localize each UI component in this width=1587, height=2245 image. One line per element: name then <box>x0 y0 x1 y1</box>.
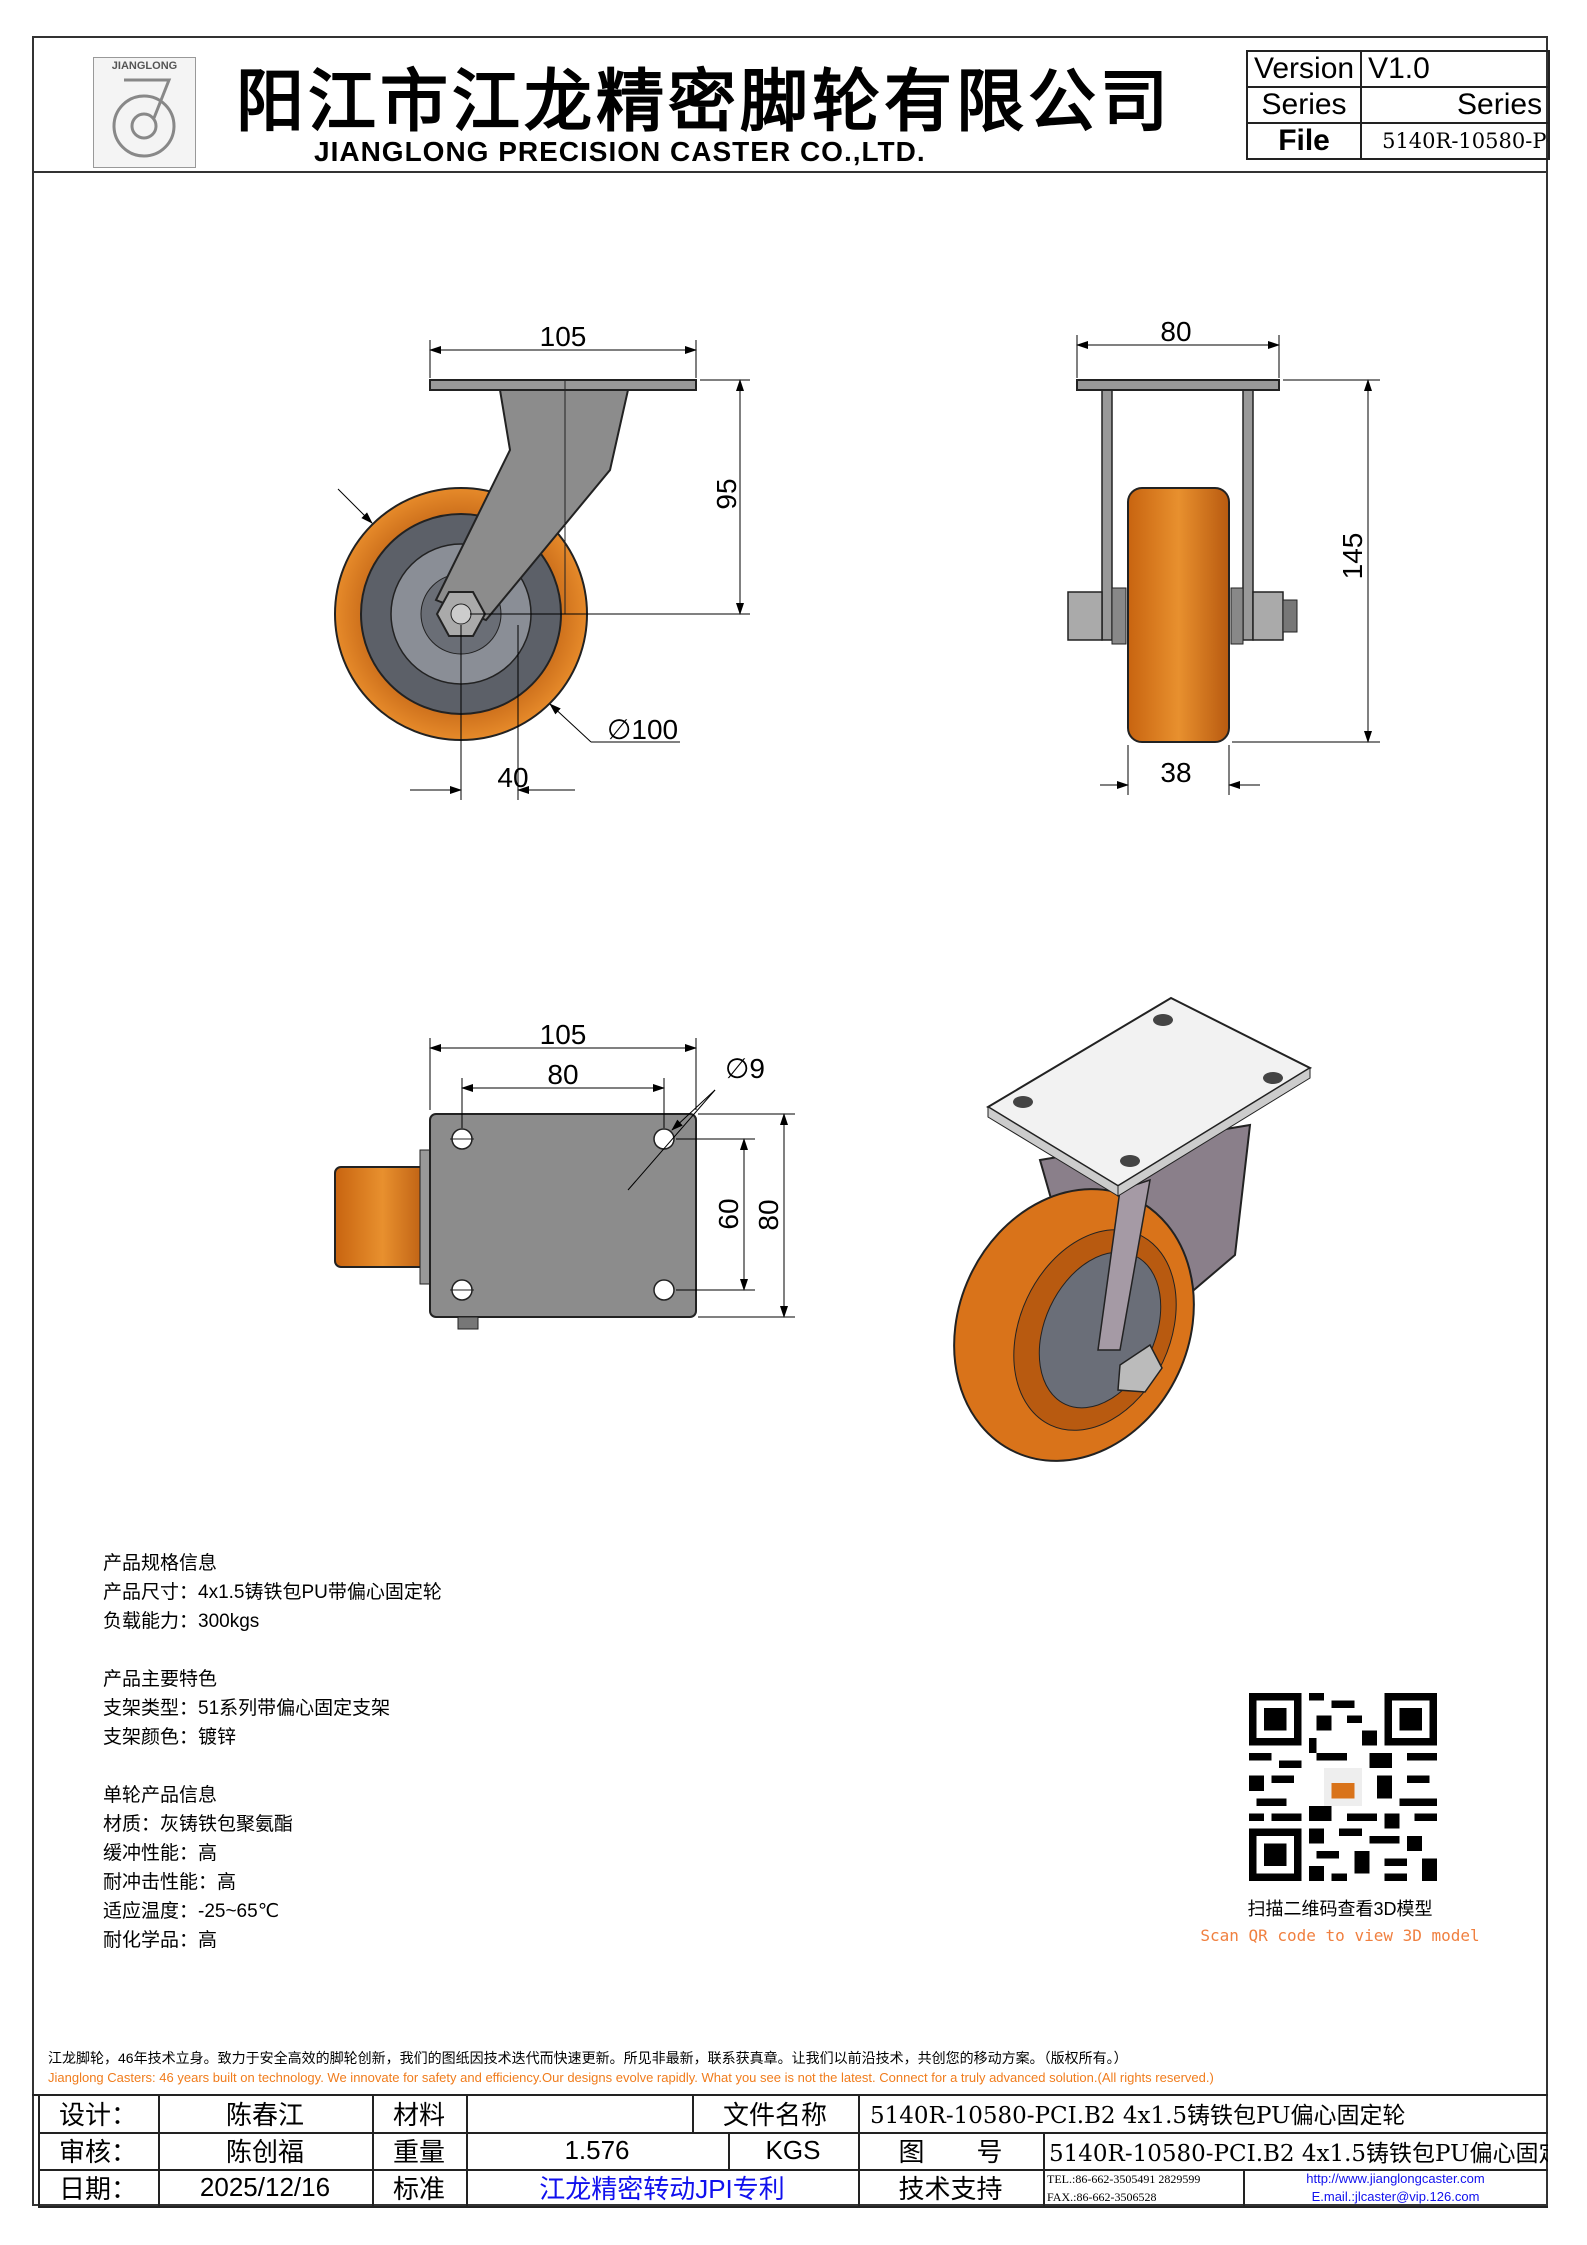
wheel-diameter-dim: ∅100 <box>607 714 678 745</box>
bracket-leg-right <box>1242 389 1254 641</box>
logo-text: JIANGLONG <box>111 60 178 72</box>
date-value: 2025/12/16 <box>199 2172 331 2202</box>
side-top-plate <box>1076 379 1280 391</box>
support-label: 技术支持 <box>898 2174 1003 2204</box>
website-link[interactable]: http://www.jianglongcaster.com <box>1306 2171 1485 2186</box>
material-label: 材料 <box>392 2099 445 2130</box>
isometric-view <box>953 996 1313 1462</box>
drawing-border <box>32 36 1548 2206</box>
side-height-dim: 145 <box>1337 533 1368 580</box>
bracket-leg-left <box>1101 389 1113 641</box>
spec-bracket-type: 支架类型：51系列带偏心固定支架 <box>103 1698 391 1719</box>
front-view: 105 95 40 ∅100 <box>334 321 750 800</box>
spec-load: 负载能力：300kgs <box>103 1611 260 1632</box>
designer-name: 陈春江 <box>225 2099 304 2130</box>
top-width-dim: 105 <box>540 1019 587 1050</box>
file-label: File <box>1245 122 1363 160</box>
wheel-top <box>334 1166 431 1268</box>
qr-caption-cn: 扫描二维码查看3D模型 <box>1247 1899 1433 1919</box>
spec-chemical: 耐化学品：高 <box>103 1930 218 1951</box>
hole-spacing-y-dim: 60 <box>713 1198 744 1229</box>
weight-unit: KGS <box>765 2135 821 2165</box>
tel-number: TEL.:86-662-3505491 2829599 <box>1047 2171 1201 2186</box>
company-name-en: JIANGLONG PRECISION CASTER CO.,LTD. <box>314 136 926 167</box>
caster-logo-icon <box>112 78 176 158</box>
standard-value: 江龙精密转动JPI专利 <box>539 2174 785 2204</box>
hole-diameter-dim: ∅9 <box>725 1053 765 1084</box>
qr-code[interactable] <box>1249 1693 1437 1881</box>
footer-note-en: Jianglong Casters: 46 years built on tec… <box>48 2070 1214 2085</box>
standard-label: 标准 <box>392 2174 445 2204</box>
series-value: Series <box>1360 86 1551 124</box>
hole-spacing-x-dim: 80 <box>547 1059 578 1090</box>
design-label: 设计： <box>58 2099 137 2130</box>
weight-value: 1.576 <box>564 2135 630 2165</box>
version-label: Version <box>1245 50 1363 88</box>
spec-size: 产品尺寸：4x1.5铸铁包PU带偏心固定轮 <box>103 1582 442 1603</box>
file-value: 5140R-10580-PCI. <box>1360 122 1551 160</box>
iso-plate <box>986 996 1313 1188</box>
top-plate <box>429 379 697 391</box>
axle-nut-right <box>1252 591 1284 641</box>
company-logo: JIANGLONG <box>93 57 196 168</box>
front-offset-dim: 40 <box>497 762 528 793</box>
iso-axle-nut <box>1117 1343 1163 1393</box>
side-width-dim: 80 <box>1160 316 1191 347</box>
version-value: V1.0 <box>1360 50 1551 88</box>
plate-depth-dim: 80 <box>753 1199 784 1230</box>
top-view: 105 80 ∅9 60 80 <box>334 1019 795 1330</box>
qr-caption-en: Scan QR code to view 3D model <box>1200 1926 1480 1945</box>
material-value <box>466 2094 692 2132</box>
company-name-cn: 阳江市江龙精密脚轮有限公司 <box>236 63 1173 142</box>
spec-cushion: 缓冲性能：高 <box>103 1843 218 1864</box>
mounting-plate <box>429 1113 697 1318</box>
footer-note-cn: 江龙脚轮，46年技术立身。致力于安全高效的脚轮创新，我们的图纸因技术迭代而快速更… <box>48 2050 1128 2066</box>
filename-label: 文件名称 <box>722 2099 827 2130</box>
weight-label: 重量 <box>392 2137 445 2167</box>
date-label: 日期： <box>58 2174 137 2204</box>
front-height-dim: 95 <box>711 478 742 509</box>
spec-heading-3: 单轮产品信息 <box>103 1785 218 1806</box>
side-view: 80 145 38 <box>1067 316 1380 795</box>
wheel-side <box>1127 487 1230 743</box>
spec-material: 材质：灰铸铁包聚氨酯 <box>103 1814 294 1835</box>
spec-temperature: 适应温度：-25~65℃ <box>103 1901 280 1922</box>
reviewer-name: 陈创福 <box>225 2137 304 2167</box>
front-width-dim: 105 <box>540 321 587 352</box>
axle-nut-left <box>1067 591 1103 641</box>
spec-heading-1: 产品规格信息 <box>103 1553 218 1574</box>
filename-value: 5140R-10580-PCI.B2 4x1.5铸铁包PU偏心固定轮 <box>870 2103 1406 2129</box>
review-label: 审核： <box>58 2137 137 2167</box>
email-link[interactable]: E.mail.:jlcaster@vip.126.com <box>1311 2189 1480 2204</box>
header-divider <box>32 171 1548 173</box>
spec-heading-2: 产品主要特色 <box>103 1669 218 1690</box>
drawing-no-label: 图 号 <box>898 2137 1003 2167</box>
wheel-width-dim: 38 <box>1160 757 1191 788</box>
spec-impact: 耐冲击性能：高 <box>103 1872 237 1893</box>
drawing-no-value: 5140R-10580-PCI.B2 4x1.5铸铁包PU偏心固定轮 <box>1049 2140 1548 2167</box>
fax-number: FAX.:86-662-3506528 <box>1047 2189 1157 2204</box>
spec-bracket-color: 支架颜色：镀锌 <box>103 1727 237 1748</box>
series-label: Series <box>1245 86 1363 124</box>
